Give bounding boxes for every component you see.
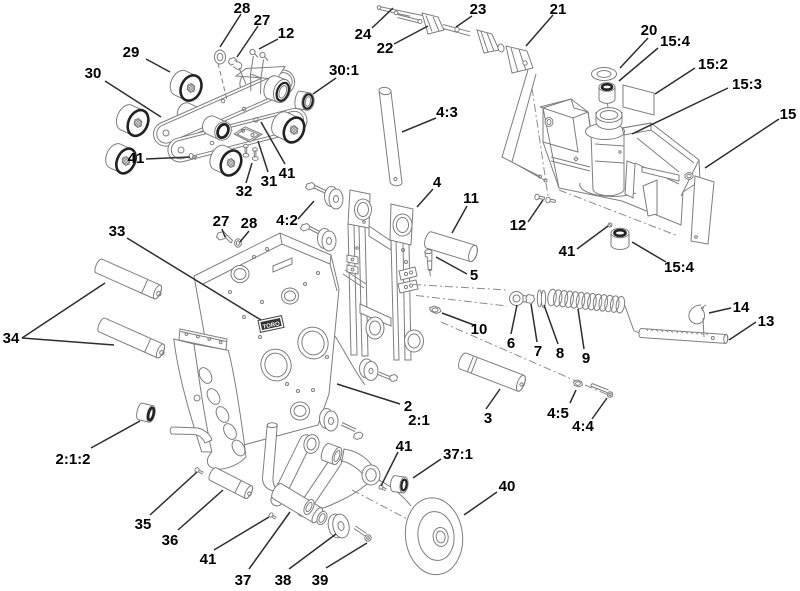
svg-text:36: 36 bbox=[162, 532, 179, 549]
svg-text:41: 41 bbox=[396, 438, 413, 455]
svg-text:37:1: 37:1 bbox=[443, 446, 473, 463]
svg-text:11: 11 bbox=[463, 190, 479, 207]
svg-text:28: 28 bbox=[241, 215, 258, 232]
svg-text:4: 4 bbox=[433, 174, 442, 191]
svg-text:7: 7 bbox=[534, 343, 542, 360]
svg-text:28: 28 bbox=[234, 0, 251, 17]
svg-text:TORO: TORO bbox=[262, 321, 280, 331]
svg-text:41: 41 bbox=[559, 243, 576, 260]
svg-text:4:4: 4:4 bbox=[572, 418, 594, 435]
svg-text:30: 30 bbox=[85, 65, 102, 82]
svg-text:23: 23 bbox=[470, 1, 487, 18]
svg-text:41: 41 bbox=[279, 165, 296, 182]
svg-text:35: 35 bbox=[135, 516, 152, 533]
svg-text:2:1:2: 2:1:2 bbox=[55, 451, 90, 468]
svg-text:34: 34 bbox=[3, 330, 20, 347]
svg-text:12: 12 bbox=[278, 25, 295, 42]
svg-text:15:3: 15:3 bbox=[732, 76, 762, 93]
svg-text:15:4: 15:4 bbox=[660, 33, 691, 50]
svg-text:27: 27 bbox=[213, 213, 230, 230]
svg-text:32: 32 bbox=[236, 183, 253, 200]
svg-text:41: 41 bbox=[128, 150, 145, 167]
svg-text:13: 13 bbox=[758, 313, 775, 330]
svg-text:27: 27 bbox=[254, 12, 271, 29]
svg-text:5: 5 bbox=[470, 267, 478, 284]
svg-text:39: 39 bbox=[312, 572, 329, 589]
svg-text:15: 15 bbox=[780, 106, 797, 123]
svg-text:24: 24 bbox=[355, 26, 372, 43]
svg-text:40: 40 bbox=[499, 478, 516, 495]
svg-text:29: 29 bbox=[123, 44, 140, 61]
svg-text:15:4: 15:4 bbox=[664, 259, 695, 276]
svg-text:12: 12 bbox=[510, 217, 527, 234]
svg-text:21: 21 bbox=[550, 1, 567, 18]
svg-text:31: 31 bbox=[261, 173, 278, 190]
svg-text:2: 2 bbox=[404, 398, 412, 415]
svg-text:10: 10 bbox=[471, 321, 488, 338]
svg-text:8: 8 bbox=[556, 345, 564, 362]
svg-text:2:1: 2:1 bbox=[408, 412, 430, 429]
svg-text:4:3: 4:3 bbox=[436, 104, 458, 121]
svg-text:33: 33 bbox=[109, 223, 126, 240]
svg-text:41: 41 bbox=[200, 551, 217, 568]
svg-text:9: 9 bbox=[582, 350, 590, 367]
svg-text:4:2: 4:2 bbox=[276, 212, 298, 229]
svg-text:3: 3 bbox=[484, 410, 492, 427]
svg-text:37: 37 bbox=[235, 572, 252, 589]
svg-text:20: 20 bbox=[641, 22, 658, 39]
svg-text:4:5: 4:5 bbox=[547, 405, 569, 422]
svg-text:30:1: 30:1 bbox=[329, 62, 359, 79]
svg-text:6: 6 bbox=[507, 335, 515, 352]
svg-text:38: 38 bbox=[275, 572, 292, 589]
svg-text:22: 22 bbox=[377, 40, 394, 57]
svg-text:15:2: 15:2 bbox=[698, 56, 728, 73]
svg-text:14: 14 bbox=[733, 299, 750, 316]
